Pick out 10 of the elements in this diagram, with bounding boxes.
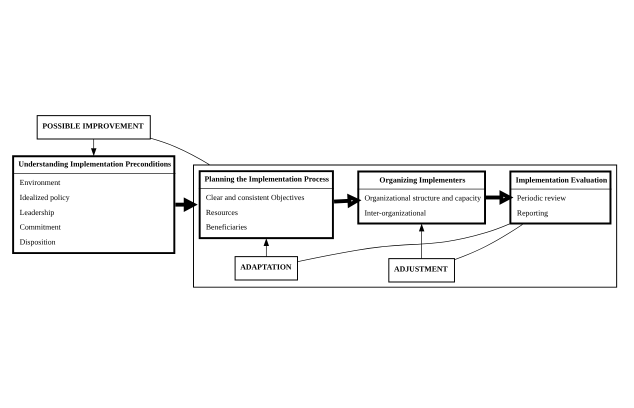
arrow	[176, 197, 198, 212]
arrow	[418, 224, 424, 259]
arrow	[91, 138, 96, 156]
cluster	[193, 164, 618, 288]
arrow	[264, 238, 270, 257]
connector	[297, 224, 510, 262]
arrow	[334, 194, 362, 208]
connector	[454, 224, 523, 260]
connector	[150, 138, 210, 166]
arrow	[486, 190, 514, 205]
